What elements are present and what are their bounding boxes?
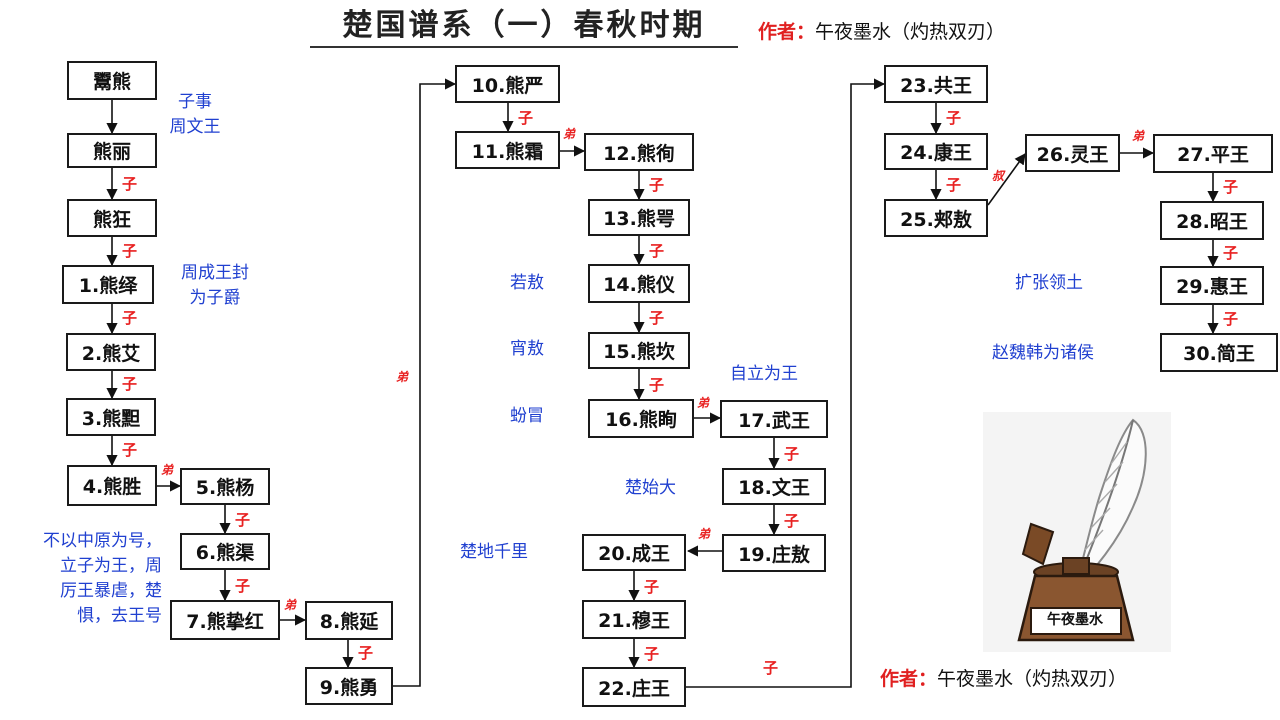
rel-son: 子 bbox=[784, 512, 800, 530]
author-label: 作者 bbox=[880, 668, 919, 690]
rel-son: 子 bbox=[784, 445, 800, 463]
rel-son: 子 bbox=[122, 309, 138, 327]
rel-son: 子 bbox=[122, 242, 138, 260]
node-n10: 10.熊严 bbox=[455, 65, 560, 103]
rel-brother: 弟 bbox=[396, 370, 409, 384]
node-n23: 23.共王 bbox=[884, 65, 988, 103]
rel-son: 子 bbox=[649, 242, 665, 260]
node-yuxiong: 鬻熊 bbox=[67, 61, 157, 100]
rel-son: 子 bbox=[122, 441, 138, 459]
node-n13: 13.熊咢 bbox=[588, 199, 690, 236]
note-chengwang: 周成王封 为子爵 bbox=[165, 261, 265, 311]
header-author: 作者：午夜墨水（灼热双刃） bbox=[758, 20, 1005, 44]
note-zili: 自立为王 bbox=[730, 364, 798, 384]
node-n8: 8.熊延 bbox=[305, 601, 393, 640]
note-kuozhang: 扩张领土 bbox=[1015, 273, 1083, 293]
inkwell-quill-icon bbox=[983, 412, 1171, 652]
rel-brother: 弟 bbox=[697, 396, 710, 410]
node-n19: 19.庄敖 bbox=[722, 534, 826, 572]
note-line: 不以中原为号， bbox=[43, 531, 162, 551]
rel-son: 子 bbox=[1223, 178, 1239, 196]
node-n6: 6.熊渠 bbox=[180, 533, 270, 570]
node-n21: 21.穆王 bbox=[582, 600, 686, 639]
rel-son: 子 bbox=[946, 109, 962, 127]
node-n22: 22.庄王 bbox=[582, 667, 686, 707]
logo-label: 午夜墨水 bbox=[1047, 612, 1103, 628]
note-ruoao: 若敖 bbox=[510, 273, 544, 293]
node-n17: 17.武王 bbox=[720, 400, 828, 438]
author-value: 午夜墨水（灼热双刃） bbox=[815, 21, 1006, 43]
note-line: 周成王封 bbox=[181, 263, 249, 283]
node-n12: 12.熊徇 bbox=[584, 133, 694, 171]
note-zhaowei: 赵魏韩为诸侯 bbox=[992, 343, 1094, 363]
note-buyi: 不以中原为号， 立子为王，周 厉王暴虐，楚 惧，去王号 bbox=[16, 529, 162, 629]
node-n5: 5.熊杨 bbox=[180, 468, 270, 505]
node-n25: 25.郏敖 bbox=[884, 199, 988, 237]
node-n20: 20.成王 bbox=[582, 534, 686, 571]
rel-son: 子 bbox=[763, 659, 779, 677]
node-n4: 4.熊胜 bbox=[67, 465, 157, 506]
title-underline bbox=[310, 46, 738, 48]
author-label: 作者 bbox=[758, 21, 797, 43]
node-n2: 2.熊艾 bbox=[66, 333, 156, 371]
node-n28: 28.昭王 bbox=[1160, 201, 1264, 240]
rel-son: 子 bbox=[358, 644, 374, 662]
node-n7: 7.熊挚红 bbox=[170, 600, 280, 640]
node-n11: 11.熊霜 bbox=[455, 131, 560, 169]
node-n16: 16.熊眴 bbox=[588, 399, 694, 438]
note-xiao-ao: 宵敖 bbox=[510, 339, 544, 359]
author-colon: ： bbox=[918, 668, 938, 690]
node-n14: 14.熊仪 bbox=[588, 264, 690, 303]
rel-son: 子 bbox=[649, 309, 665, 327]
node-n27: 27.平王 bbox=[1153, 134, 1273, 173]
note-line: 惧，去王号 bbox=[77, 606, 162, 626]
rel-brother: 弟 bbox=[698, 527, 711, 541]
node-n29: 29.惠王 bbox=[1160, 266, 1264, 305]
author-value: 午夜墨水（灼热双刃） bbox=[937, 668, 1128, 690]
note-chushida: 楚始大 bbox=[625, 478, 676, 498]
node-n24: 24.康王 bbox=[884, 133, 988, 170]
rel-brother: 弟 bbox=[563, 127, 576, 141]
rel-brother: 弟 bbox=[284, 598, 297, 612]
footer-author: 作者：午夜墨水（灼热双刃） bbox=[880, 667, 1127, 691]
note-line: 立子为王，周 bbox=[60, 556, 162, 576]
node-n15: 15.熊坎 bbox=[588, 332, 690, 369]
rel-son: 子 bbox=[235, 577, 251, 595]
note-fenmao: 蚡冒 bbox=[510, 406, 544, 426]
note-zishi: 子事 周文王 bbox=[160, 90, 230, 140]
note-line: 厉王暴虐，楚 bbox=[60, 581, 162, 601]
rel-son: 子 bbox=[518, 109, 534, 127]
note-line: 周文王 bbox=[169, 117, 221, 137]
node-n30: 30.简王 bbox=[1160, 333, 1278, 372]
node-n26: 26.灵王 bbox=[1025, 134, 1120, 172]
page-title: 楚国谱系（一）春秋时期 bbox=[342, 8, 706, 43]
note-line: 为子爵 bbox=[189, 288, 241, 308]
rel-son: 子 bbox=[946, 176, 962, 194]
node-n1: 1.熊绎 bbox=[62, 265, 154, 304]
rel-son: 子 bbox=[644, 578, 660, 596]
node-xiongkuang: 熊狂 bbox=[67, 199, 157, 237]
rel-son: 子 bbox=[122, 175, 138, 193]
author-colon: ： bbox=[796, 21, 816, 43]
node-n3: 3.熊䵣 bbox=[66, 398, 156, 436]
note-line: 子事 bbox=[178, 92, 212, 112]
node-n18: 18.文王 bbox=[722, 468, 826, 505]
rel-son: 子 bbox=[122, 375, 138, 393]
rel-son: 子 bbox=[649, 376, 665, 394]
node-xiongli: 熊丽 bbox=[67, 133, 157, 168]
rel-son: 子 bbox=[1223, 310, 1239, 328]
rel-son: 子 bbox=[1223, 244, 1239, 262]
node-n9: 9.熊勇 bbox=[305, 667, 393, 705]
note-chudi: 楚地千里 bbox=[460, 542, 528, 562]
rel-brother: 弟 bbox=[1132, 129, 1145, 143]
rel-son: 子 bbox=[235, 511, 251, 529]
rel-uncle: 叔 bbox=[992, 169, 1005, 183]
rel-son: 子 bbox=[649, 176, 665, 194]
rel-son: 子 bbox=[644, 645, 660, 663]
rel-brother: 弟 bbox=[161, 463, 174, 477]
